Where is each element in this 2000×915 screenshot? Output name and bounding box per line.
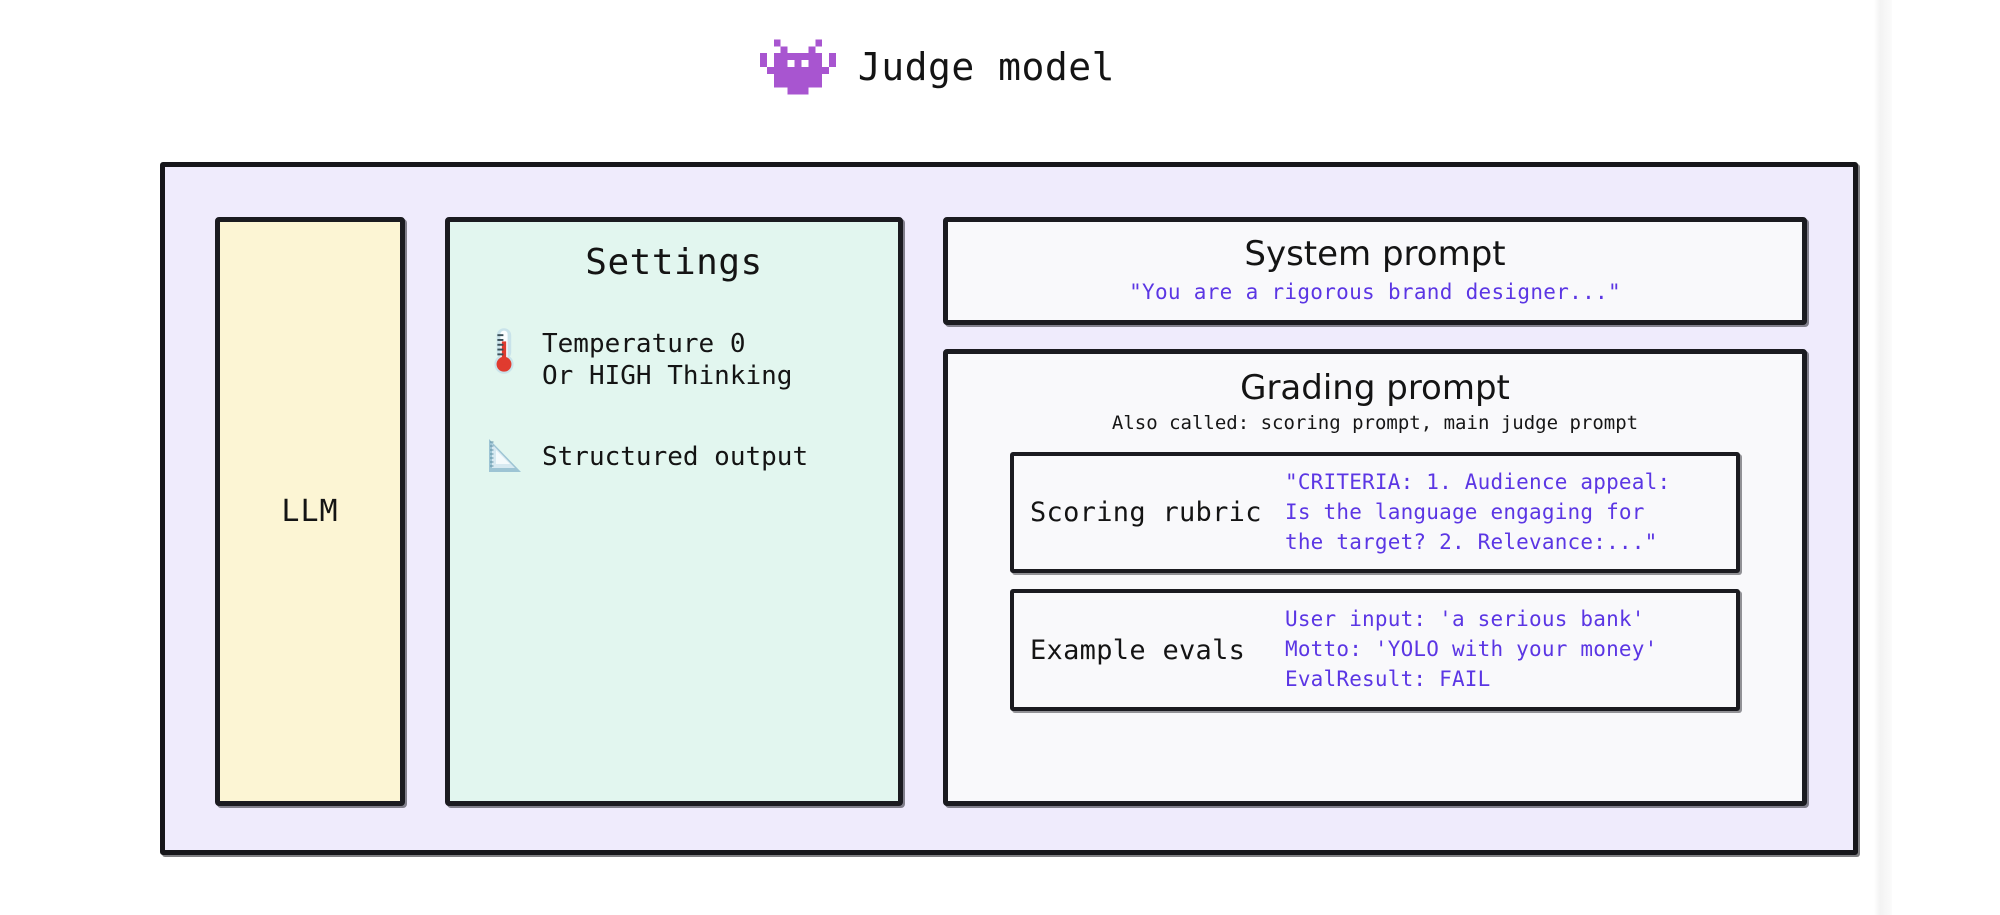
example-evals-value: User input: 'a serious bank' Motto: 'YOL…	[1285, 607, 1658, 692]
settings-box: Settings	[445, 217, 903, 806]
triangular-ruler-icon	[489, 439, 521, 473]
system-prompt-quote: "You are a rigorous brand designer..."	[1129, 280, 1621, 304]
llm-label: LLM	[281, 494, 339, 529]
setting-label-structured-output: Structured output	[542, 442, 809, 473]
system-prompt-title: System prompt	[1244, 234, 1506, 274]
llm-box[interactable]: LLM	[215, 217, 405, 806]
example-evals-label: Example evals	[1030, 634, 1246, 666]
diagram-header: Judge model	[0, 38, 1875, 96]
scoring-rubric-row[interactable]: Scoring rubric "CRITERIA: 1. Audience ap…	[1010, 452, 1740, 574]
system-prompt-box[interactable]: System prompt "You are a rigorous brand …	[943, 217, 1807, 325]
page-title: Judge model	[857, 45, 1116, 89]
judge-model-panel: LLM Settings	[160, 162, 1858, 855]
grading-prompt-subtitle: Also called: scoring prompt, main judge …	[1111, 412, 1639, 434]
grading-prompt-title: Grading prompt	[1240, 368, 1510, 408]
grading-prompt-box: Grading prompt Also called: scoring prom…	[943, 349, 1807, 806]
thermometer-icon	[494, 328, 514, 374]
page-scrollbar-track[interactable]	[1874, 0, 1892, 915]
setting-row-structured-output: Structured output	[472, 432, 876, 480]
example-evals-row[interactable]: Example evals User input: 'a serious ban…	[1010, 589, 1740, 711]
panel-inner: LLM Settings	[215, 217, 1807, 806]
space-invader-alien-icon	[759, 39, 836, 95]
scoring-rubric-label: Scoring rubric	[1030, 497, 1262, 529]
settings-title: Settings	[585, 242, 763, 283]
setting-row-temperature: Temperature 0 Or HIGH Thinking	[472, 327, 876, 392]
prompts-column: System prompt "You are a rigorous brand …	[943, 217, 1807, 806]
scoring-rubric-value: "CRITERIA: 1. Audience appeal: Is the la…	[1285, 470, 1671, 554]
setting-label-temperature: Temperature 0 Or HIGH Thinking	[542, 329, 793, 391]
